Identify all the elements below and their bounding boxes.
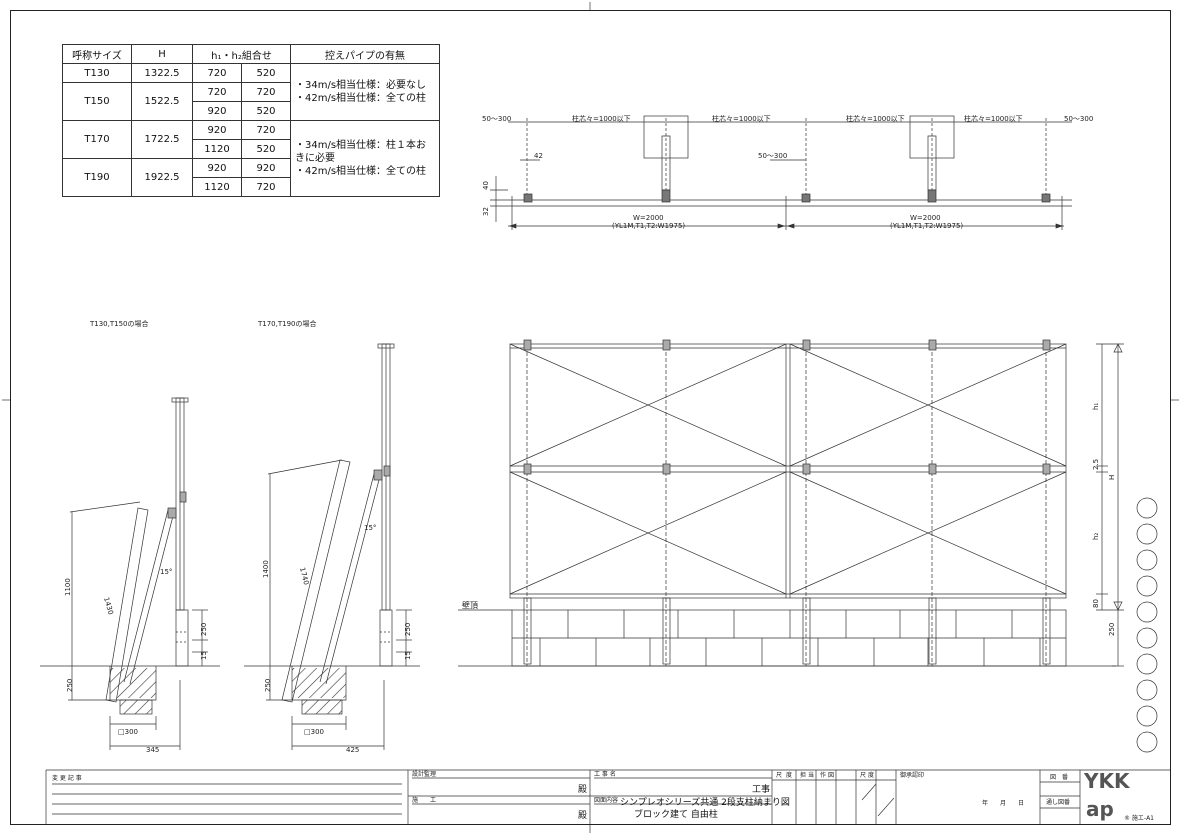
plan-dim-40: 40 (482, 181, 490, 190)
tb-design-supervision: 設計監理 (412, 770, 436, 778)
tb-content-line1: シンプレオシリーズ共通 2段支柱納まり図 (620, 796, 790, 808)
plan-span-1: 柱芯々=1000以下 (572, 114, 631, 123)
plan-w2: W=2000 (910, 214, 941, 222)
right-dim-angle: 15° (364, 524, 376, 532)
notes-b: ・34m/s相当仕様：柱１本おきに必要 ・42m/s相当仕様：全ての柱 (290, 120, 440, 197)
side-left-title: T130,T150の場合 (89, 319, 149, 328)
right-dim-h: 1400 (262, 560, 270, 578)
tb-kouji: 工事 (752, 783, 770, 795)
elevation-h1: h₁ (1092, 403, 1100, 410)
plan-dim-mid: 50～300 (758, 152, 787, 160)
revision-circle (1136, 549, 1158, 571)
side-view-left (40, 397, 220, 750)
right-dim-15: 15 (404, 651, 412, 660)
combo-cell: 920 (241, 158, 291, 178)
revision-circles (1136, 497, 1158, 753)
plan-span-2: 柱芯々=1000以下 (712, 114, 771, 123)
left-dim-base: 345 (146, 746, 159, 754)
tb-code: ® 施エ-A1 (1124, 814, 1154, 822)
revision-circle (1136, 575, 1158, 597)
revision-circle (1136, 601, 1158, 623)
plan-span-4: 柱芯々=1000以下 (964, 114, 1023, 123)
tb-col: 作 (820, 771, 826, 779)
tb-content-label: 図面内容 (594, 796, 618, 804)
plan-span-3: 柱芯々=1000以下 (846, 114, 905, 123)
tb-col: 担 (800, 771, 806, 779)
revision-circle (1136, 653, 1158, 675)
tb-brand-ap: ap (1086, 797, 1114, 821)
left-dim-h: 1100 (64, 578, 72, 596)
revision-circle (1136, 731, 1158, 753)
left-dim-diag: 1430 (102, 596, 115, 615)
side-right-title: T170,T190の場合 (257, 319, 317, 328)
note-line: ・34m/s相当仕様：柱１本おきに必要 (295, 140, 427, 164)
right-dim-diag: 1740 (298, 567, 310, 586)
plan-dim-right: 50～300 (1064, 115, 1093, 123)
right-dim-250b: 250 (264, 679, 272, 692)
left-dim-angle: 15° (160, 568, 172, 576)
revision-circle (1136, 679, 1158, 701)
left-dim-250a: 250 (200, 623, 208, 636)
tb-approval: 御承認印 (900, 771, 924, 779)
tb-change-record: 変 更 記 事 (52, 774, 82, 782)
note-line: ・42m/s相当仕様：全ての柱 (295, 166, 427, 177)
tb-col: 尺 (776, 772, 782, 779)
elevation-250: 250 (1108, 623, 1116, 636)
plan-dim-left: 50～300 (482, 115, 511, 123)
combo-cell: 720 (241, 177, 291, 197)
h-t190: 1922.5 (131, 158, 193, 197)
elevation-2-5: 2.5 (1092, 459, 1100, 470)
right-dim-foot: □300 (304, 728, 324, 736)
h-t150: 1522.5 (131, 82, 193, 121)
revision-circle (1136, 705, 1158, 727)
tb-col: 度 (786, 771, 792, 779)
plan-dim-32: 32 (482, 207, 490, 216)
side-view-right (244, 343, 420, 750)
tb-col: 度 (868, 771, 874, 779)
plan-w2-sub: (YL1M,T1,T2:W1975) (890, 222, 963, 230)
size-t170: T170 (62, 120, 132, 159)
right-dim-250a: 250 (404, 623, 412, 636)
tb-col: 図 (828, 772, 834, 779)
elevation-wall-top: 壁頂 (462, 600, 478, 610)
revision-circle (1136, 627, 1158, 649)
elevation-h2: h₂ (1092, 533, 1100, 540)
left-dim-15: 15 (200, 651, 208, 660)
plan-w1-sub: (YL1M,T1,T2:W1975) (612, 222, 685, 230)
elevation-80: 80 (1092, 599, 1100, 608)
left-dim-250b: 250 (66, 679, 74, 692)
tb-drawing-no: 図 番 (1050, 774, 1068, 781)
tb-brand-ykk: YKK (1083, 769, 1131, 793)
plan-dim-42: 42 (534, 152, 543, 160)
tb-col: 当 (808, 771, 814, 779)
note-line: ・34m/s相当仕様：必要なし (295, 80, 427, 91)
tb-dono-1: 殿 (578, 784, 587, 795)
right-dim-base: 425 (346, 746, 359, 754)
plan-view (490, 115, 1072, 230)
plan-w1: W=2000 (633, 214, 664, 222)
tb-content-line2: ブロック建て 自由柱 (634, 808, 718, 820)
tb-serial-no: 通し図番 (1046, 798, 1070, 806)
tb-project-label: 工 事 名 (594, 770, 616, 778)
title-block (45, 769, 1170, 824)
left-dim-foot: □300 (118, 728, 138, 736)
elevation-H: H (1108, 475, 1116, 480)
revision-circle (1136, 497, 1158, 519)
elevation-view (458, 339, 1124, 667)
tb-date: 年 月 日 (982, 799, 1024, 807)
tb-col: 尺 (860, 772, 866, 779)
revision-circle (1136, 523, 1158, 545)
tb-dono-2: 殿 (578, 810, 587, 821)
note-line: ・42m/s相当仕様：全ての柱 (295, 93, 427, 104)
tb-construction: 施 工 (412, 796, 436, 804)
spec-table: 呼称サイズ H h₁・h₂組合せ 控えパイプの有無 T130 1322.5 72… (62, 44, 440, 197)
drawing-frame (10, 10, 1171, 825)
